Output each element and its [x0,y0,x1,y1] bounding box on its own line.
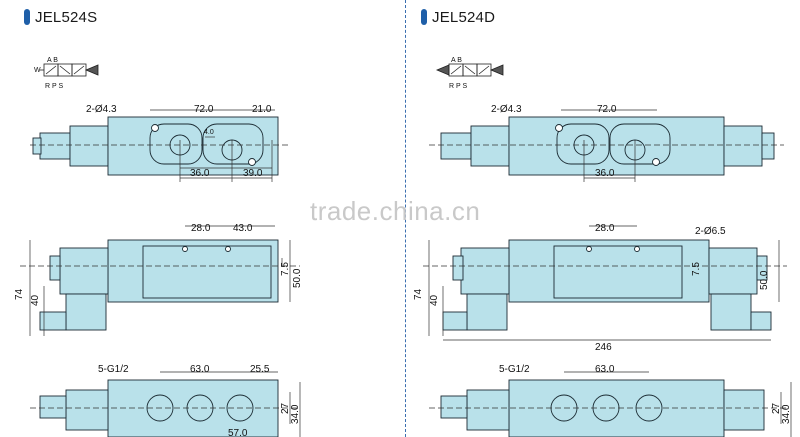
hole-dim: 2-Ø4.3 [86,104,117,115]
model-title: JEL524S [24,7,97,27]
drawing-jel524s: A B R P S W 2-Ø4.3 [14,57,303,437]
side-view-dims [423,225,787,341]
dim-74: 74 [14,288,25,300]
dim-50: 50.0 [759,270,770,290]
dim-72: 72.0 [597,104,617,115]
dim-25-5: 25.5 [250,364,270,375]
bottom-view [39,379,279,437]
dim-43: 43.0 [233,223,253,234]
symbol-port-labels-top: A B [47,57,58,64]
bottom-view-dims [429,371,792,437]
dim-50: 50.0 [292,268,303,288]
dim-72: 72.0 [194,104,214,115]
side-view [442,239,772,331]
dim-57: 57.0 [228,428,248,437]
dim-63: 63.0 [595,364,615,375]
bottom-view-dims [30,371,301,437]
dim-74: 74 [413,288,424,300]
valve-body-top [107,116,279,176]
hole-dim: 2-Ø4.3 [491,104,522,115]
side-view-dims [20,225,300,336]
watermark: trade.china.cn [310,196,481,226]
symbol-w-label: W [34,67,41,74]
valve-body-side [107,239,279,303]
symbol-port-labels-bottom: R P S [45,83,63,90]
side-view [39,239,279,331]
title-marker-icon [24,9,30,25]
valve-body-side [508,239,710,303]
dim-7-5: 7.5 [280,262,291,276]
dim-7-5: 7.5 [691,262,702,276]
top-view [32,116,279,176]
dim-34: 34.0 [781,404,792,424]
dim-27: 27 [280,402,291,414]
top-view-dims [429,109,784,182]
panel-jel524s: JEL524S A B R P S W [14,7,303,437]
dim-21: 21.0 [252,104,272,115]
model-title-text: JEL524D [432,8,496,26]
dim-28: 28.0 [595,223,615,234]
dim-28: 28.0 [191,223,211,234]
dim-4: 4.0 [204,129,214,136]
valve-symbol-icon [435,63,504,77]
panel-jel524d: JEL524D A B R P S [409,0,800,437]
dim-36: 36.0 [190,168,210,179]
hole2-dim: 2-Ø6.5 [695,226,726,237]
title-marker-icon [421,9,427,25]
port-dim: 5-G1/2 [98,364,129,375]
dim-39: 39.0 [243,168,263,179]
model-title: JEL524D [421,7,495,27]
bottom-view [440,379,765,437]
dim-63: 63.0 [190,364,210,375]
symbol-port-labels-top: A B [451,57,462,64]
dim-34: 34.0 [290,404,301,424]
coil-left [39,132,71,160]
dim-36: 36.0 [595,168,615,179]
top-view-dims [30,109,290,182]
model-title-text: JEL524S [35,8,98,26]
port-dim: 5-G1/2 [499,364,530,375]
symbol-port-labels-bottom: R P S [449,83,467,90]
drawing-jel524d: A B R P S 2-Ø4.3 72.0 36.0 [413,57,792,437]
dim-27: 27 [771,402,782,414]
valve-symbol-icon [40,63,99,77]
dim-246: 246 [595,342,612,353]
dim-40: 40 [429,294,440,306]
panel-divider [405,0,406,437]
top-view [440,116,775,176]
dim-40: 40 [30,294,41,306]
